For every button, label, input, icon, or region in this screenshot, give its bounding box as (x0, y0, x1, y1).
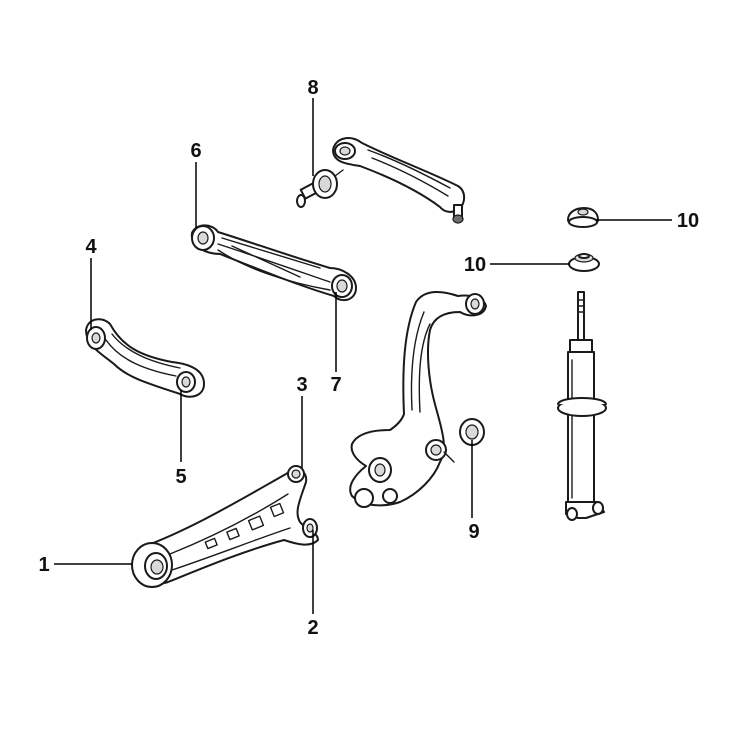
upper-control-arm (332, 137, 466, 224)
top-mount-lower (568, 253, 600, 272)
trailing-link (190, 224, 357, 302)
callout-10-lower: 10 (464, 254, 486, 276)
callout-7: 7 (330, 374, 341, 396)
callout-2: 2 (307, 617, 318, 639)
callout-1: 1 (38, 554, 49, 576)
curved-link (85, 318, 205, 398)
callout-9: 9 (468, 521, 479, 543)
shock-absorber (557, 291, 607, 521)
callout-5: 5 (175, 466, 186, 488)
callout-4: 4 (85, 236, 97, 258)
top-mount-upper (567, 207, 599, 228)
callout-8: 8 (307, 77, 318, 99)
lower-control-arm (131, 465, 319, 588)
callout-6: 6 (190, 140, 201, 162)
wheel-carrier (349, 291, 487, 508)
callout-3: 3 (296, 374, 307, 396)
upper-arm-bushing (296, 169, 344, 208)
callout-10-upper: 10 (677, 210, 699, 232)
